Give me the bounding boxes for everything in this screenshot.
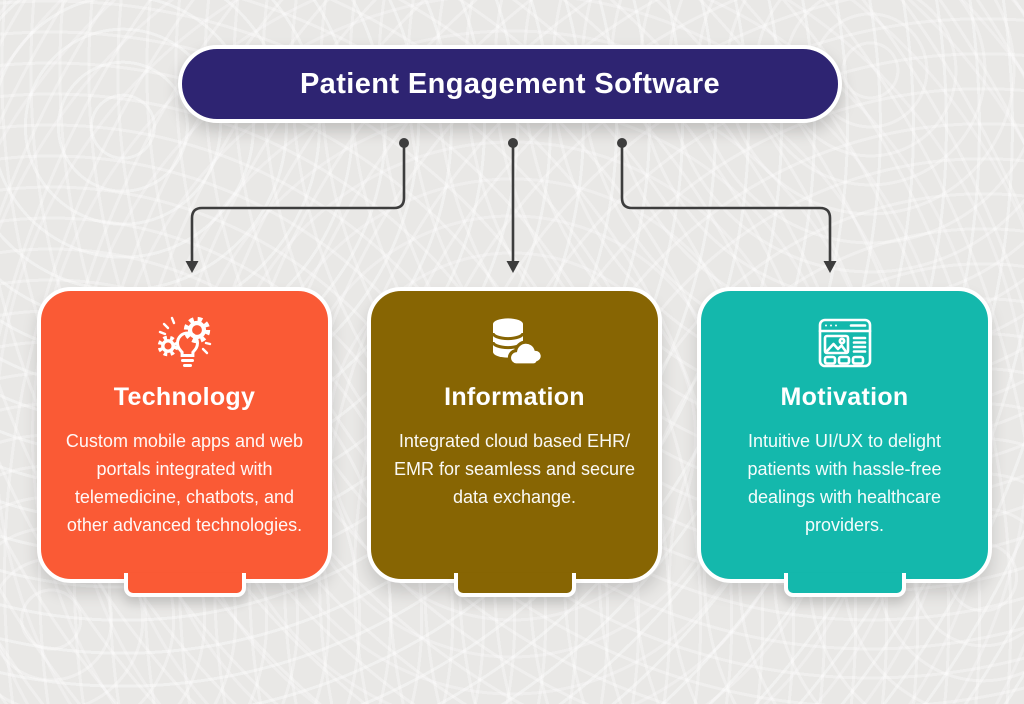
database-cloud-icon bbox=[483, 311, 547, 375]
card-information: Information Integrated cloud based EHR/ … bbox=[367, 287, 662, 583]
card-motivation: Motivation Intuitive UI/UX to delight pa… bbox=[697, 287, 992, 583]
card-title: Technology bbox=[113, 383, 256, 411]
card-description: Integrated cloud based EHR/ EMR for seam… bbox=[393, 431, 636, 507]
connector-dot bbox=[617, 138, 627, 148]
connector-left bbox=[190, 146, 406, 262]
card-description: Custom mobile apps and web portals integ… bbox=[65, 431, 304, 535]
card-description: Intuitive UI/UX to delight patients with… bbox=[747, 431, 942, 535]
connector-dot bbox=[508, 138, 518, 148]
arrowhead-left bbox=[185, 261, 199, 273]
card-title: Information bbox=[444, 383, 585, 411]
connector-dot bbox=[399, 138, 409, 148]
card-title: Motivation bbox=[780, 383, 909, 411]
card-technology: Technology Custom mobile apps and web po… bbox=[37, 287, 332, 583]
page-title-text: Patient Engagement Software bbox=[299, 67, 721, 100]
arrowhead-right bbox=[823, 261, 837, 273]
page-title: Patient Engagement Software bbox=[178, 45, 842, 123]
arrowhead-middle bbox=[506, 261, 520, 273]
browser-wireframe-icon bbox=[813, 311, 877, 375]
innovation-bulb-gears-icon bbox=[153, 311, 217, 375]
connector-right bbox=[620, 146, 832, 262]
